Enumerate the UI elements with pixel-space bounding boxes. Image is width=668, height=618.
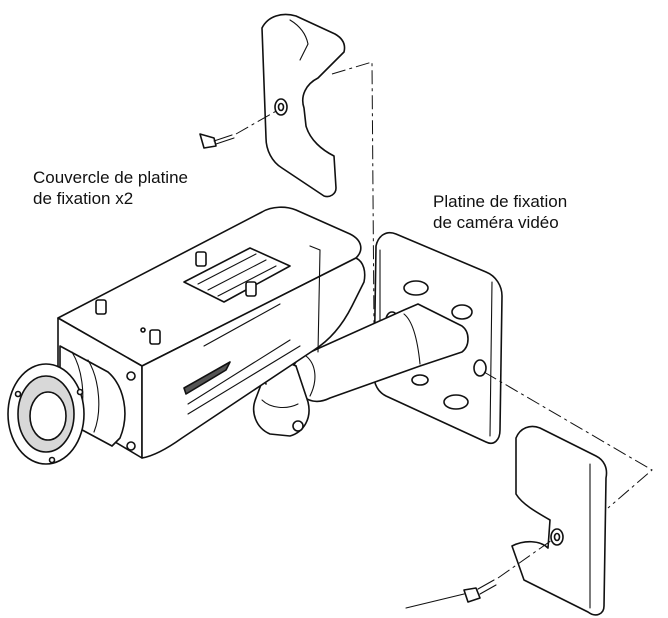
plate-screw-hole-right [473, 359, 487, 377]
bottom-screw-guide-line [497, 539, 553, 579]
bottom-mount-cover [511, 425, 608, 616]
label-mount-plate: Platine de fixation de caméra vidéo [433, 191, 567, 233]
bottom-screw-leader [405, 593, 465, 609]
side-vent [183, 361, 231, 395]
top-cover-guide-line [331, 61, 375, 327]
label-mount-plate-line1: Platine de fixation [433, 192, 568, 211]
camera-lens [7, 345, 126, 465]
top-mount-cover [261, 13, 346, 198]
plate-slot-bottom [443, 394, 469, 410]
plate-slot-top-left [403, 280, 429, 296]
plate-slot-top-right [451, 304, 473, 320]
bottom-cover-screw [463, 579, 497, 603]
top-cover-screw [199, 133, 235, 149]
label-mount-cover-line1: Couvercle de platine [33, 168, 188, 187]
label-mount-plate-line2: de caméra vidéo [433, 213, 559, 232]
top-bolts [95, 251, 257, 451]
top-screw-guide-line [235, 109, 279, 135]
label-mount-cover: Couvercle de platine de fixation x2 [33, 167, 188, 209]
label-mount-cover-line2: de fixation x2 [33, 189, 134, 208]
bottom-cover-guide-line [483, 371, 653, 509]
